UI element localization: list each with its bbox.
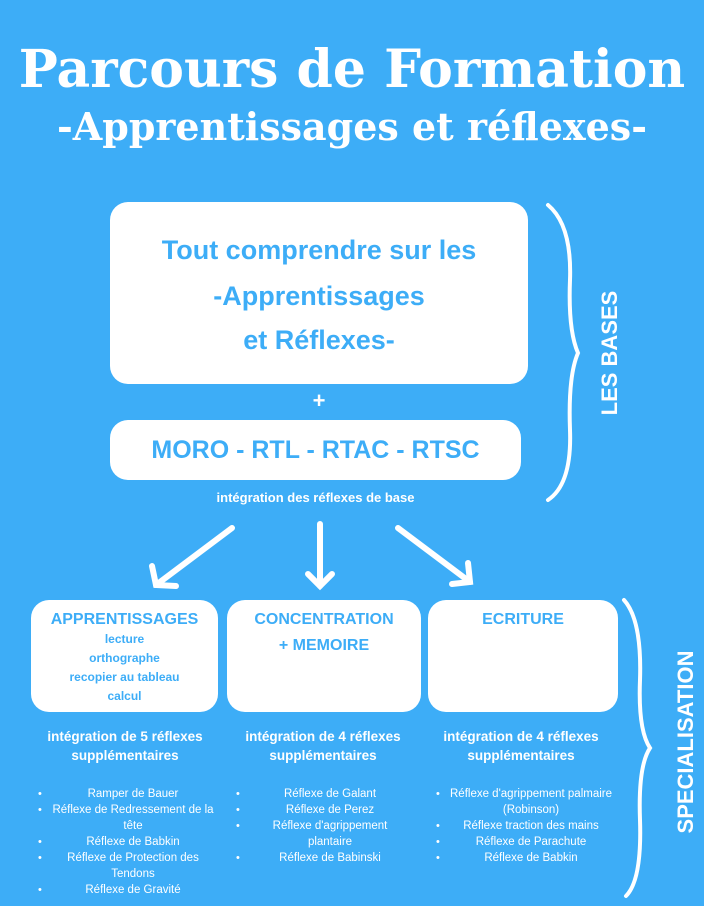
list-item: Réflexe de Babkin <box>36 834 214 850</box>
page-subtitle: -Apprentissages et réflexes- <box>57 104 647 149</box>
list-item: Réflexe de Babinski <box>234 850 410 866</box>
list-item: Réflexe de Galant <box>234 786 410 802</box>
arrow-right-head <box>449 560 474 587</box>
concentration-title: CONCENTRATION <box>254 611 394 628</box>
main-box-line-3: et Réflexes- <box>243 325 395 355</box>
list-item: Réflexe de Babkin <box>434 850 612 866</box>
bases-main-box: Tout comprendre sur les -Apprentissages … <box>110 202 528 384</box>
apprentissages-reflex-list: Ramper de Bauer Réflexe de Redressement … <box>36 786 214 898</box>
list-item: Réflexe de Perez <box>234 802 410 818</box>
integration-base-label: intégration des réflexes de base <box>216 490 415 505</box>
list-item: Ramper de Bauer <box>36 786 214 802</box>
apprentissages-title: APPRENTISSAGES <box>50 611 199 628</box>
apprentissages-sub-3: recopier au tableau <box>69 670 180 684</box>
integration-line-1: intégration de 5 réflexes <box>47 729 203 744</box>
arrow-left-head <box>149 563 179 589</box>
plus-sign: + <box>312 388 326 413</box>
main-box-line-2: -Apprentissages <box>213 281 425 311</box>
list-item: Réflexe d'agrippement plantaire <box>234 818 410 850</box>
list-item: Réflexe traction des mains <box>434 818 612 834</box>
integration-line-2: supplémentaires <box>467 748 575 763</box>
concentration-reflex-list: Réflexe de Galant Réflexe de Perez Réfle… <box>234 786 410 866</box>
arrow-left-line <box>153 525 235 588</box>
list-item: Réflexe de Redressement de la tête <box>36 802 214 834</box>
page-title: Parcours de Formation <box>18 39 686 100</box>
apprentissages-sub-1: lecture <box>104 632 145 646</box>
concentration-box: CONCENTRATION + MEMOIRE <box>227 600 421 712</box>
ecriture-reflex-list: Réflexe d'agrippement palmaire (Robinson… <box>434 786 612 866</box>
bases-brace <box>546 203 581 502</box>
integration-concentration: intégration de 4 réflexes supplémentaire… <box>222 727 424 765</box>
integration-line-2: supplémentaires <box>71 748 179 763</box>
integration-line-1: intégration de 4 réflexes <box>245 729 401 744</box>
list-item: Réflexe de Parachute <box>434 834 612 850</box>
integration-line-2: supplémentaires <box>269 748 377 763</box>
arrow-center-head <box>305 571 335 591</box>
concentration-sub: + MEMOIRE <box>278 637 370 654</box>
apprentissages-sub-2: orthographe <box>89 651 160 665</box>
ecriture-title: ECRITURE <box>482 611 564 628</box>
apprentissages-box: APPRENTISSAGES lecture orthographe recop… <box>31 600 218 712</box>
list-item: Réflexe d'agrippement palmaire (Robinson… <box>434 786 612 818</box>
base-reflexes-box: MORO - RTL - RTAC - RTSC <box>110 420 521 480</box>
base-reflexes-label: MORO - RTL - RTAC - RTSC <box>151 436 480 464</box>
specialisation-brace <box>622 598 653 898</box>
integration-ecriture: intégration de 4 réflexes supplémentaire… <box>420 727 622 765</box>
integration-apprentissages: intégration de 5 réflexes supplémentaire… <box>24 727 226 765</box>
list-item: Réflexe de Gravité <box>36 882 214 898</box>
arrow-right-line <box>395 525 473 585</box>
apprentissages-sub-4: calcul <box>107 689 142 703</box>
main-box-line-1: Tout comprendre sur les <box>161 235 477 265</box>
integration-line-1: intégration de 4 réflexes <box>443 729 599 744</box>
ecriture-box: ECRITURE <box>428 600 618 712</box>
list-item: Réflexe de Protection des Tendons <box>36 850 214 882</box>
